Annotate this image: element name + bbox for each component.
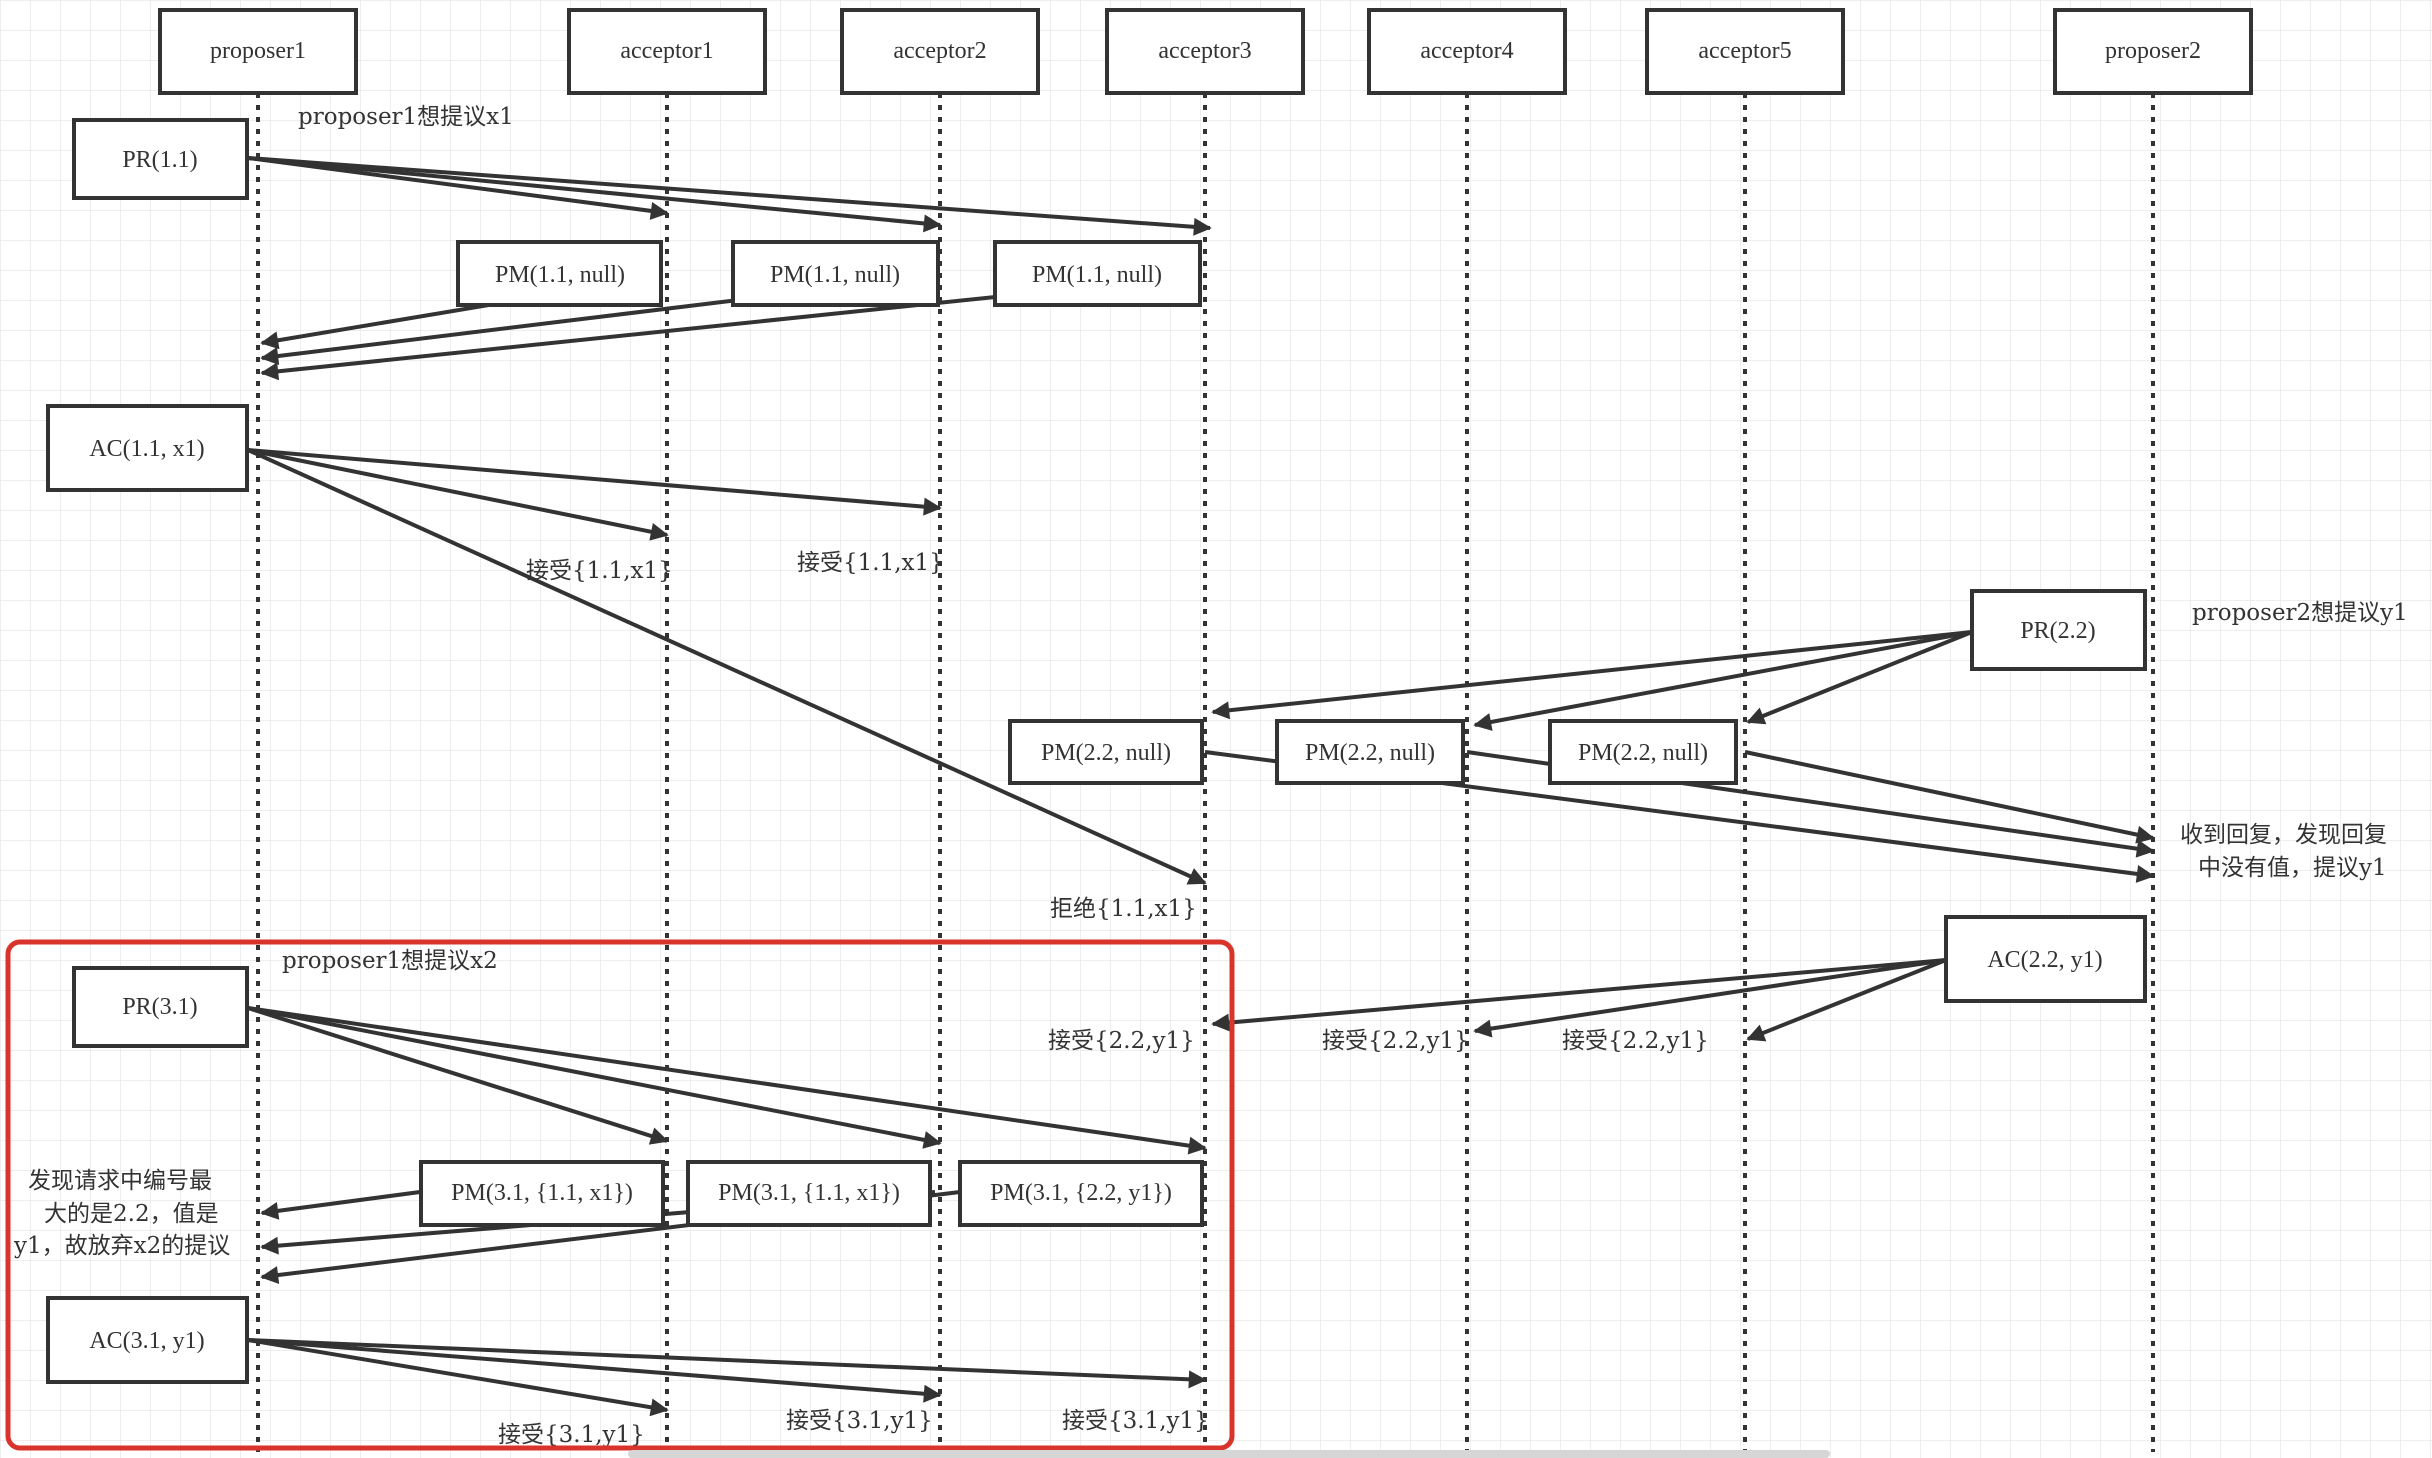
box-text: AC(1.1, x1) <box>89 436 204 462</box>
box-pm-2-2-acceptor3: PM(2.2, null) <box>1008 719 1204 785</box>
participant-acceptor3: acceptor3 <box>1105 8 1305 95</box>
participant-label: acceptor2 <box>893 38 986 64</box>
highlight-frame <box>5 939 1235 1451</box>
box-text: AC(3.1, y1) <box>89 1328 204 1354</box>
annotations: proposer1想提议x1 接受{1.1,x1} 接受{1.1,x1} pro… <box>13 104 2408 1448</box>
arrow-pr31-to-acceptor1 <box>247 1006 669 1145</box>
lifelines <box>256 93 2155 1452</box>
box-text: PM(1.1, null) <box>495 262 625 288</box>
arrow-ac31-to-acceptor1 <box>247 1338 669 1417</box>
note-proposer1-propose-x1: proposer1想提议x1 <box>298 104 514 130</box>
note-proposer2-reply-line1: 收到回复，发现回复 <box>2180 822 2387 848</box>
box-pm-3-1-acceptor2: PM(3.1, {1.1, x1}) <box>686 1160 932 1227</box>
participant-proposer1: proposer1 <box>158 8 358 95</box>
box-ac-1-1: AC(1.1, x1) <box>46 404 249 492</box>
arrow-ac11-to-acceptor3 <box>247 448 1207 885</box>
box-pr-1-1: PR(1.1) <box>72 118 249 200</box>
label-accept-3-acceptor1: 接受{3.1,y1} <box>498 1422 645 1448</box>
arrow-ac31-to-acceptor3 <box>247 1338 1207 1389</box>
box-text: PM(2.2, null) <box>1305 740 1435 766</box>
box-text: PM(3.1, {2.2, y1}) <box>990 1180 1172 1206</box>
arrow-pr22-to-acceptor3 <box>1211 630 1973 720</box>
box-pm-1-1-acceptor1: PM(1.1, null) <box>456 240 663 307</box>
participant-proposer2: proposer2 <box>2053 8 2253 95</box>
label-accept-2-acceptor4: 接受{2.2,y1} <box>1322 1028 1469 1054</box>
box-pr-3-1: PR(3.1) <box>72 966 249 1048</box>
note-proposer1-found-line1: 发现请求中编号最 <box>28 1168 212 1194</box>
arrow-ac11-to-acceptor2 <box>247 448 942 516</box>
label-accept-1-acceptor2: 接受{1.1,x1} <box>797 550 944 576</box>
box-text: PM(1.1, null) <box>1032 262 1162 288</box>
label-accept-3-acceptor2: 接受{3.1,y1} <box>786 1408 933 1434</box>
box-pm-3-1-acceptor1: PM(3.1, {1.1, x1}) <box>419 1160 665 1227</box>
label-accept-2-acceptor3: 接受{2.2,y1} <box>1048 1028 1195 1054</box>
box-ac-2-2: AC(2.2, y1) <box>1944 915 2147 1003</box>
participant-label: acceptor4 <box>1420 38 1513 64</box>
box-text: PM(2.2, null) <box>1578 740 1708 766</box>
arrow-pr11-to-acceptor1 <box>247 156 669 220</box>
participant-acceptor5: acceptor5 <box>1645 8 1845 95</box>
box-text: PR(3.1) <box>122 994 197 1020</box>
participant-label: acceptor1 <box>620 38 713 64</box>
arrow-pr31-to-acceptor3 <box>247 1006 1207 1155</box>
arrow-ac11-to-acceptor1 <box>247 448 669 541</box>
label-reject-1-acceptor3: 拒绝{1.1,x1} <box>1050 896 1197 922</box>
box-text: PM(3.1, {1.1, x1}) <box>718 1180 900 1206</box>
box-text: PM(2.2, null) <box>1041 740 1171 766</box>
participant-label: proposer2 <box>2105 38 2201 64</box>
arrow-pr11-to-acceptor2 <box>247 156 942 233</box>
note-proposer1-propose-x2: proposer1想提议x2 <box>282 948 498 974</box>
label-accept-2-acceptor5: 接受{2.2,y1} <box>1562 1028 1709 1054</box>
arrow-ac31-to-acceptor2 <box>247 1338 942 1403</box>
box-pm-2-2-acceptor5: PM(2.2, null) <box>1548 719 1738 785</box>
box-pm-1-1-acceptor3: PM(1.1, null) <box>993 240 1202 307</box>
arrow-ac22-to-acceptor4 <box>1473 958 1947 1038</box>
note-proposer2-propose-y1: proposer2想提议y1 <box>2192 600 2408 626</box>
note-proposer1-found-line2: 大的是2.2，值是 <box>44 1201 219 1227</box>
arrow-pr22-to-acceptor5 <box>1746 630 1973 725</box>
participant-acceptor1: acceptor1 <box>567 8 767 95</box>
arrow-pr31-to-acceptor2 <box>247 1006 942 1149</box>
message-boxes: PR(1.1) PM(1.1, null) PM(1.1, null) PM(1… <box>46 118 2147 1384</box>
participant-acceptor2: acceptor2 <box>840 8 1040 95</box>
box-pm-1-1-acceptor2: PM(1.1, null) <box>731 240 940 307</box>
note-proposer1-found-line3: y1，故放弃x2的提议 <box>13 1233 230 1259</box>
arrow-ac22-to-acceptor5 <box>1746 958 1947 1042</box>
arrow-ac22-to-acceptor3 <box>1211 958 1947 1032</box>
box-pr-2-2: PR(2.2) <box>1970 589 2147 671</box>
participant-acceptor4: acceptor4 <box>1367 8 1567 95</box>
message-arrows <box>247 156 2155 1417</box>
box-pm-2-2-acceptor4: PM(2.2, null) <box>1275 719 1465 785</box>
participants: proposer1 acceptor1 acceptor2 acceptor3 … <box>158 8 2253 95</box>
participant-label: acceptor3 <box>1158 38 1251 64</box>
label-accept-3-acceptor3: 接受{3.1,y1} <box>1062 1408 1209 1434</box>
label-accept-1-acceptor1: 接受{1.1,x1} <box>526 558 673 584</box>
box-text: PM(3.1, {1.1, x1}) <box>451 1180 633 1206</box>
box-ac-3-1: AC(3.1, y1) <box>46 1296 249 1384</box>
arrow-pm31-acceptor1-to-proposer1 <box>260 1190 421 1220</box>
box-text: PM(1.1, null) <box>770 262 900 288</box>
box-text: PR(1.1) <box>122 147 197 173</box>
arrow-pr22-to-acceptor4 <box>1473 630 1973 731</box>
scrollbar-thumb[interactable] <box>628 1450 1830 1458</box>
box-text: PR(2.2) <box>2020 618 2095 644</box>
arrow-pm22-acceptor5-to-proposer2 <box>1744 750 2155 844</box>
note-proposer2-reply-line2: 中没有值，提议y1 <box>2198 855 2387 881</box>
participant-label: acceptor5 <box>1698 38 1791 64</box>
box-pm-3-1-acceptor3: PM(3.1, {2.2, y1}) <box>958 1160 1204 1227</box>
arrow-pr11-to-acceptor3 <box>247 156 1212 236</box>
participant-label: proposer1 <box>210 38 306 64</box>
box-text: AC(2.2, y1) <box>1987 947 2102 973</box>
